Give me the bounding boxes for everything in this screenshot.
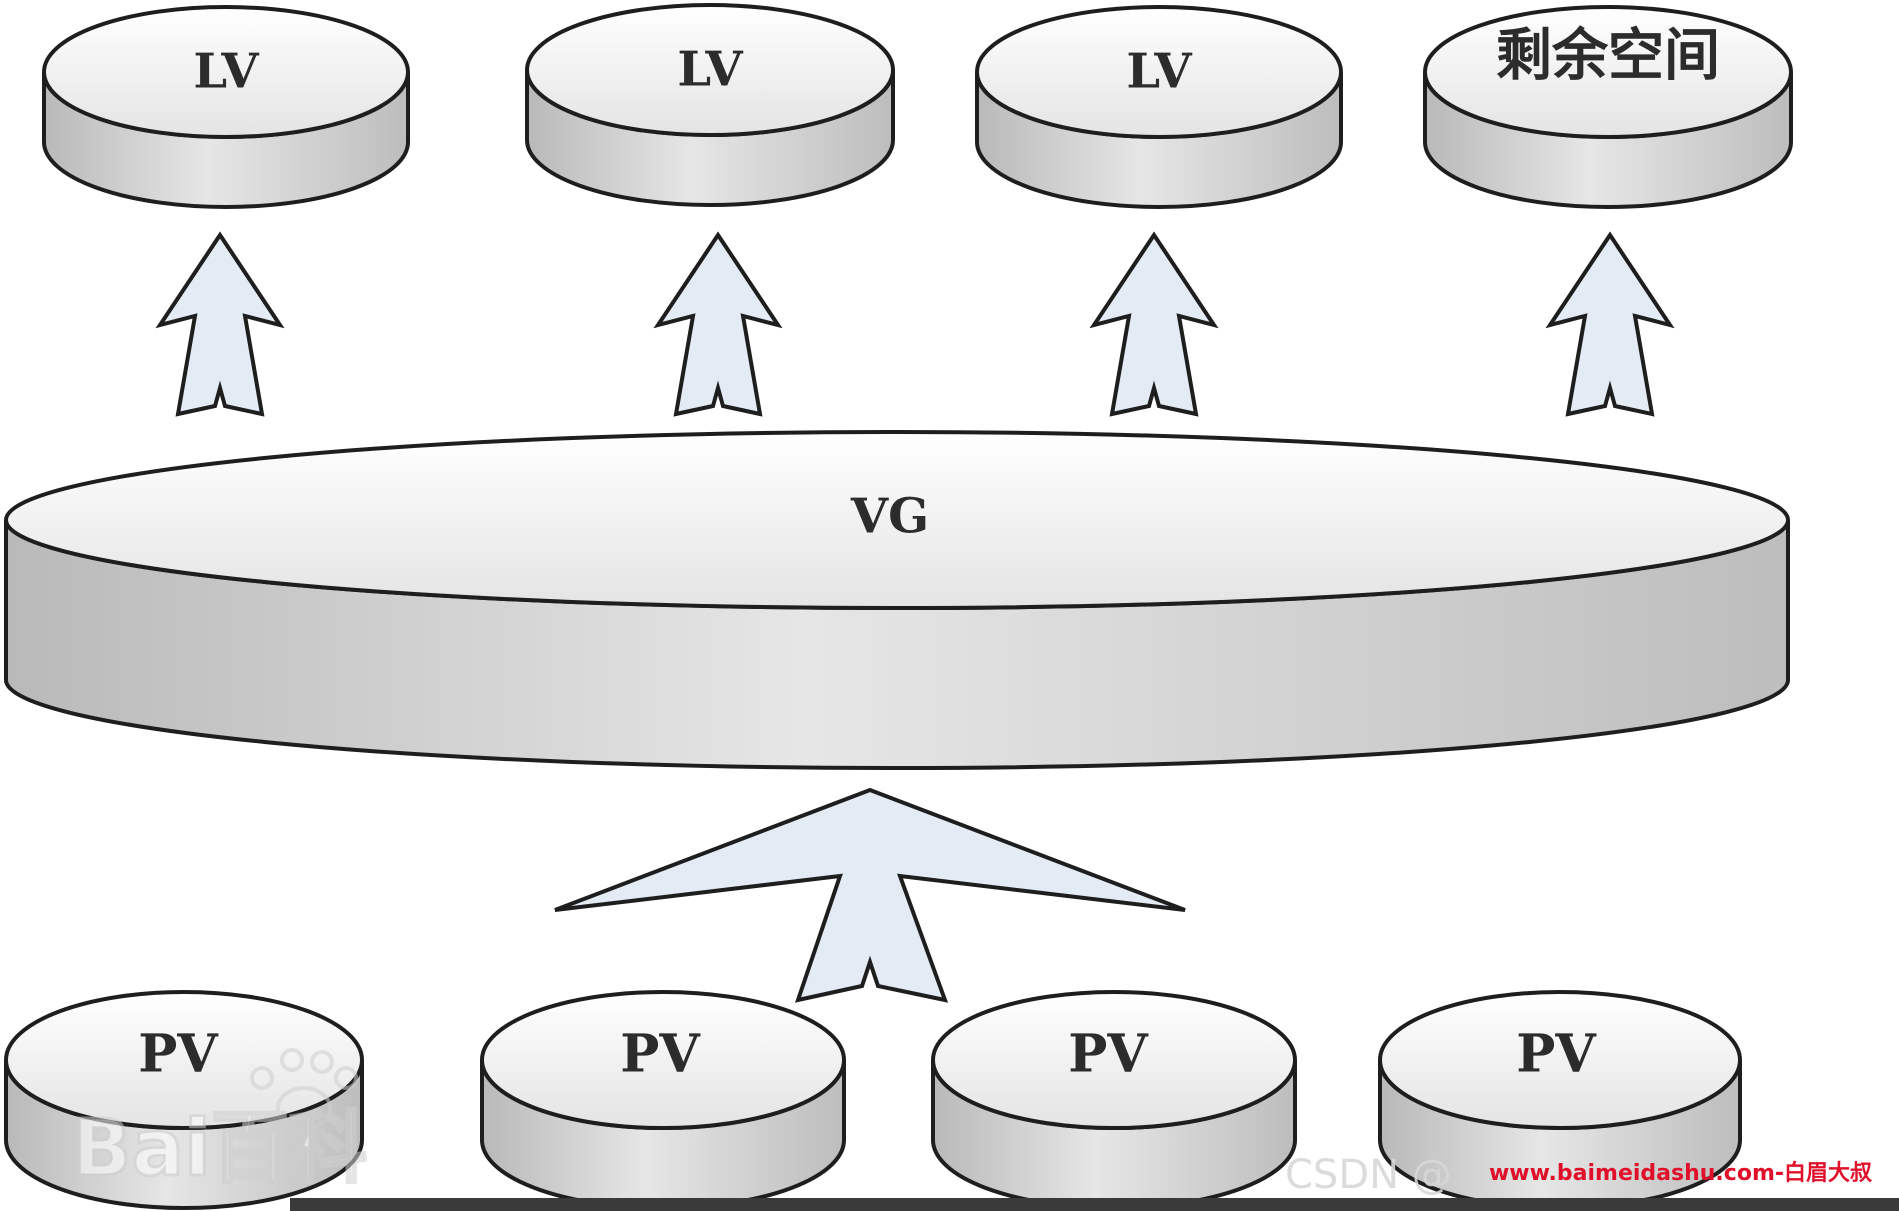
arrow-vg-to-lv-1	[155, 231, 285, 417]
bottom-scrollbar-strip	[290, 1198, 1899, 1211]
lv-disk-free-space-label: 剩余空间	[1496, 23, 1720, 89]
csdn-watermark-text: CSDN @	[1285, 1152, 1452, 1198]
baidu-watermark-text: Bai百科	[72, 1104, 367, 1194]
lv-disk-free-space: 剩余空间	[1423, 5, 1793, 209]
pv-disk-2-top	[480, 990, 846, 1130]
lv-disk-2: LV	[525, 3, 895, 207]
lv-disk-1-label: LV	[193, 44, 259, 100]
lv-disk-3: LV	[975, 5, 1343, 209]
arrow-vg-to-free-space	[1545, 231, 1675, 417]
up-arrow-icon	[554, 787, 1186, 1003]
lv-disk-3-label: LV	[1126, 44, 1192, 100]
pv-disk-4: PV	[1378, 990, 1742, 1210]
lv-disk-1-top	[42, 5, 410, 139]
vg-disk-label: VG	[850, 489, 929, 545]
pv-disk-3-label: PV	[1068, 1024, 1149, 1085]
baidu-paw-icon	[250, 1048, 358, 1130]
lv-disk-2-top	[525, 3, 895, 137]
pv-disk-3: PV	[931, 990, 1297, 1210]
pv-disk-4-top	[1378, 990, 1742, 1130]
arrow-vg-to-lv-3	[1089, 231, 1219, 417]
lv-disk-3-top	[975, 5, 1343, 139]
lv-disk-free-space-top	[1423, 5, 1793, 139]
up-arrow-icon	[1089, 231, 1219, 417]
pv-disk-1-label: PV	[138, 1024, 219, 1085]
baidu-watermark: Bai百科	[71, 1048, 368, 1196]
site-watermark-text: www.baimeidashu.com-白眉大叔	[1489, 1160, 1873, 1186]
up-arrow-icon	[653, 231, 783, 417]
vg-disk-top	[4, 430, 1790, 610]
arrow-pv-to-vg	[554, 787, 1186, 1003]
pv-disk-1-top	[4, 990, 364, 1130]
pv-disk-3-top	[931, 990, 1297, 1130]
arrow-vg-to-lv-2	[653, 231, 783, 417]
up-arrow-icon	[1545, 231, 1675, 417]
pv-disk-1: PV	[3, 990, 364, 1210]
pv-disk-2-label: PV	[620, 1024, 701, 1085]
pv-disk-2: PV	[480, 990, 846, 1210]
lv-disk-1: LV	[42, 5, 410, 209]
vg-disk: VG	[4, 430, 1790, 770]
up-arrow-icon	[155, 231, 285, 417]
lv-disk-2-label: LV	[677, 42, 743, 98]
pv-disk-4-label: PV	[1516, 1024, 1597, 1085]
